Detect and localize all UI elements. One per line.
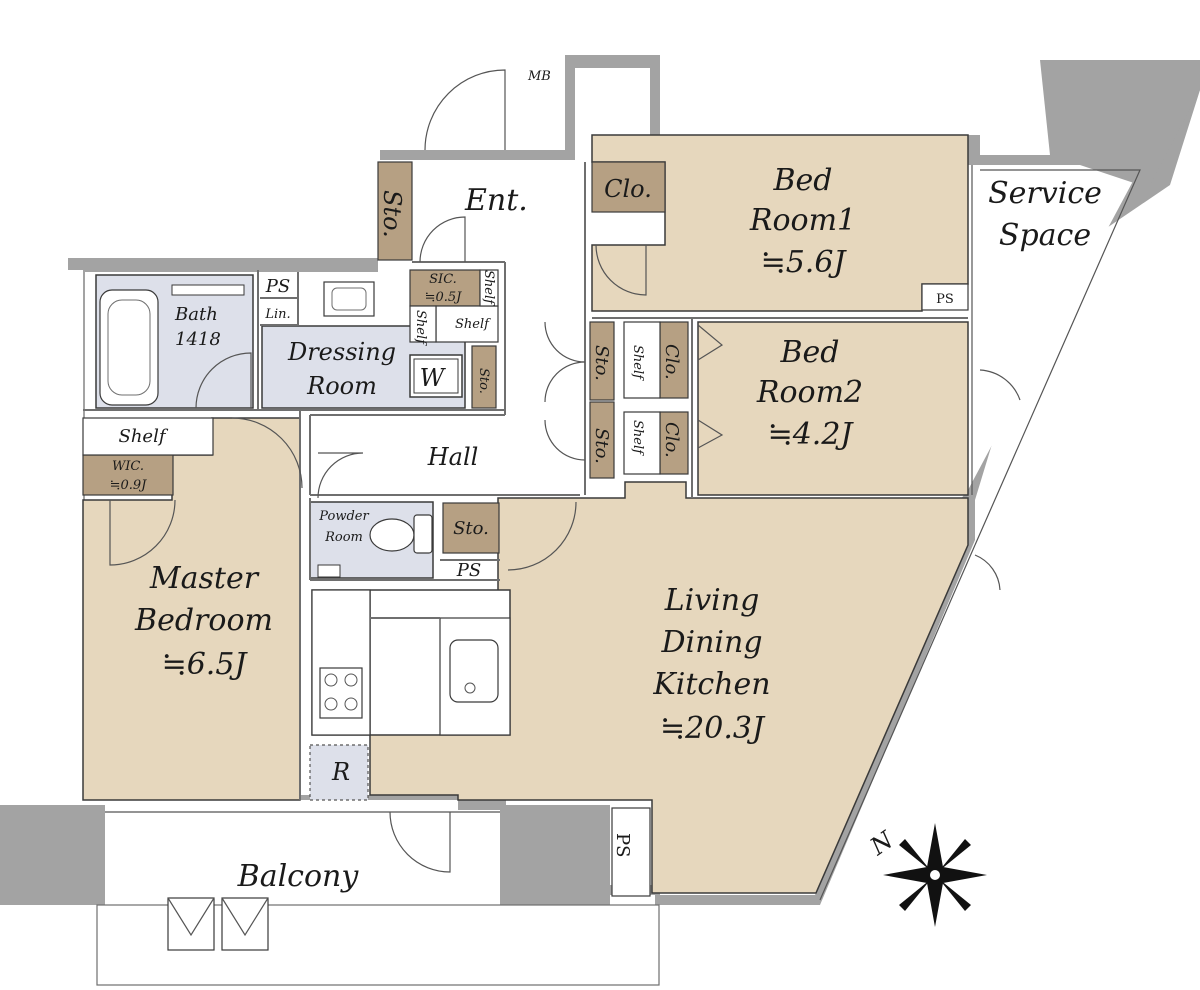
lin-label: Lin. <box>264 307 290 322</box>
small-labels: Sto. Clo. Sto. Sto. Sto. Clo. Clo. Sto. … <box>119 175 954 857</box>
bed2-label-1: Bed <box>779 335 839 370</box>
master-area: ≒6.5J <box>162 647 249 682</box>
sic-shelf-label-v1: Shelf <box>413 310 428 346</box>
refrigerator-label: R <box>331 758 350 786</box>
hall-storage-2 <box>589 401 615 479</box>
washer-box <box>409 354 463 398</box>
dressing-storage <box>471 345 497 409</box>
ldk-sto-label: Sto. <box>453 518 489 539</box>
ldk-storage <box>442 502 500 554</box>
ldk-area: ≒20.3J <box>660 711 766 746</box>
bath-ps-label: PS <box>265 276 290 297</box>
balcony-label: Balcony <box>237 859 360 894</box>
entrance-label: Ent. <box>464 183 528 218</box>
room-labels: Ent. MB Bed Room1 ≒5.6J Bed Room2 ≒4.2J … <box>110 69 1102 894</box>
entrance-storage <box>377 161 413 261</box>
mb-label: MB <box>527 69 551 84</box>
bed2-shelf-label-2: Shelf <box>630 420 645 456</box>
dressing-label-2: Room <box>306 372 377 400</box>
compass-north-label: N <box>864 825 899 861</box>
bed2-shelf-label-1: Shelf <box>630 345 645 381</box>
storage-boxes <box>82 161 689 554</box>
hall-storage-1 <box>589 321 615 401</box>
entrance-sto-label: Sto. <box>378 190 406 238</box>
hall-label: Hall <box>427 443 479 471</box>
master-label-2: Bedroom <box>134 603 273 638</box>
service-label-2: Space <box>999 218 1091 253</box>
bed2-clo-label-2: Clo. <box>661 422 682 458</box>
refrigerator-space <box>309 744 369 801</box>
kitchen-sink <box>449 639 499 703</box>
bed1-clo-label: Clo. <box>604 175 652 203</box>
ac-unit-2 <box>221 897 269 951</box>
bed2-closet-2 <box>659 411 689 475</box>
ldk-label-1: Living <box>664 583 760 618</box>
bath-label-1: Bath <box>174 304 218 325</box>
sic-label-1: SIC. <box>429 272 457 287</box>
washer-label: W <box>420 364 447 392</box>
dressing-sto-label: Sto. <box>476 368 491 394</box>
room-fills <box>82 134 969 894</box>
bed-room-2-floor <box>697 321 969 496</box>
ldk-ps-label: PS <box>612 833 633 857</box>
hall-sto-label-1: Sto. <box>591 345 612 381</box>
sic-storage <box>409 269 481 307</box>
bed1-ps-label: PS <box>936 292 954 307</box>
wic-label-1: WIC. <box>112 459 144 474</box>
bathtub <box>99 289 159 406</box>
bed2-area: ≒4.2J <box>768 417 855 452</box>
shelf-areas <box>82 269 661 475</box>
bed1-area: ≒5.6J <box>761 245 848 280</box>
bed2-label-2: Room2 <box>756 375 863 410</box>
wic-storage <box>82 454 174 496</box>
doors <box>109 69 1021 873</box>
hall-sto-label-2: Sto. <box>591 428 612 464</box>
powder-ps-label: PS <box>456 560 481 581</box>
toilet <box>369 518 415 552</box>
compass: N <box>864 823 987 927</box>
ldk-label-3: Kitchen <box>652 667 770 702</box>
sic-shelf-label: Shelf <box>455 317 491 332</box>
powder-label-2: Room <box>324 530 363 545</box>
powder-label-1: Powder <box>318 509 369 524</box>
service-label-1: Service <box>988 176 1102 211</box>
sic-shelf-label-v2: Shelf <box>481 270 496 306</box>
wic-label-2: ≒0.9J <box>110 478 148 493</box>
dressing-label-1: Dressing <box>287 338 396 366</box>
ldk-label-2: Dining <box>660 625 762 660</box>
bed1-label-1: Bed <box>772 163 832 198</box>
fixtures <box>99 281 499 951</box>
bed2-clo-label-1: Clo. <box>661 344 682 380</box>
sic-label-2: ≒0.5J <box>425 290 463 305</box>
ac-unit-1 <box>167 897 215 951</box>
stove <box>319 667 363 719</box>
master-label-1: Master <box>149 561 260 596</box>
bath-label-2: 1418 <box>175 329 221 350</box>
bed1-closet <box>591 161 666 213</box>
bed1-label-2: Room1 <box>749 203 856 238</box>
master-shelf-label: Shelf <box>119 426 169 447</box>
